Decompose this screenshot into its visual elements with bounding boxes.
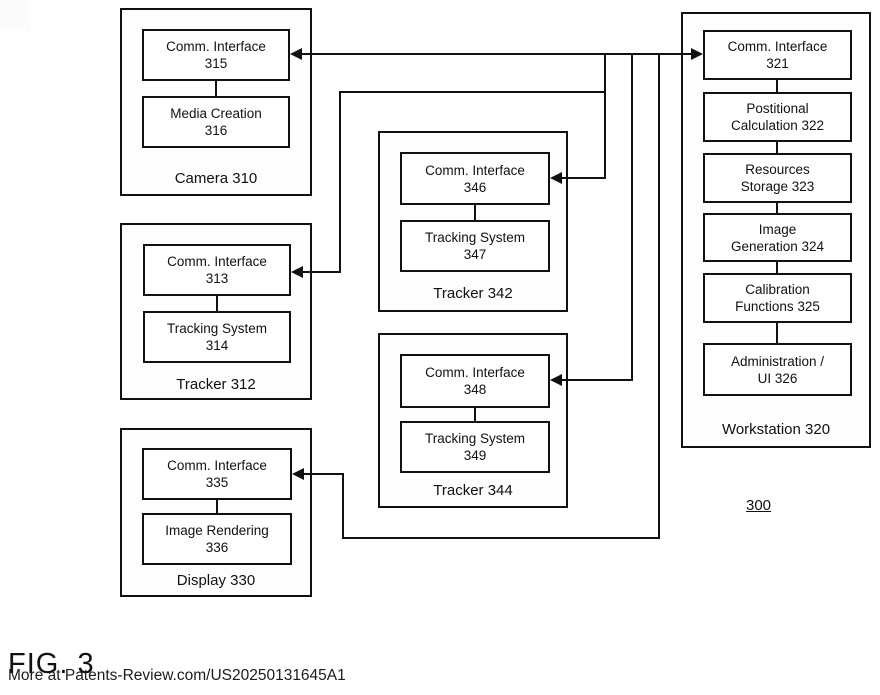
image-rendering-336-box: Image Rendering 336 bbox=[142, 513, 292, 565]
comm-interface-315-label: Comm. Interface bbox=[166, 39, 266, 54]
calibration-functions-325-number: Functions 325 bbox=[735, 299, 820, 314]
tracking-system-314-number: 314 bbox=[205, 338, 229, 353]
display-330-title: Display 330 bbox=[176, 572, 256, 589]
media-creation-316-number: 316 bbox=[204, 123, 228, 138]
administration-ui-326-box: Administration / UI 326 bbox=[703, 343, 852, 396]
comm-interface-335-label: Comm. Interface bbox=[167, 458, 267, 473]
image-generation-324-box: Image Generation 324 bbox=[703, 213, 852, 262]
branch-horizontal-tracker342-arrow bbox=[561, 177, 606, 179]
positional-calculation-322-number: Calculation 322 bbox=[730, 118, 825, 133]
workstation-connector-323-324 bbox=[776, 203, 778, 213]
display-330-internal-connector bbox=[216, 500, 218, 513]
figure-label: FIG. 3 bbox=[8, 648, 95, 680]
comm-interface-321-box: Comm. Interface 321 bbox=[703, 30, 852, 80]
branch-vertical-tracker312 bbox=[339, 91, 341, 273]
positional-calculation-322-label: Postitional bbox=[746, 101, 809, 116]
tracking-system-347-label: Tracking System bbox=[424, 230, 526, 245]
media-creation-316-label: Media Creation bbox=[170, 106, 262, 121]
positional-calculation-322-box: Postitional Calculation 322 bbox=[703, 92, 852, 142]
tracker-312-internal-connector bbox=[216, 296, 218, 311]
comm-interface-348-label: Comm. Interface bbox=[425, 365, 525, 380]
arrowhead-into-comm-348-icon bbox=[550, 374, 562, 386]
image-rendering-336-number: 336 bbox=[205, 540, 229, 555]
comm-interface-335-number: 335 bbox=[205, 475, 229, 490]
tracking-system-349-box: Tracking System 349 bbox=[400, 421, 550, 473]
branch-horizontal-display330-arrow bbox=[304, 473, 344, 475]
arrowhead-into-comm-321-icon bbox=[691, 48, 703, 60]
watermark-text: More at Patents-Review.com/US20250131645… bbox=[8, 667, 346, 684]
media-creation-316-box: Media Creation 316 bbox=[142, 96, 290, 148]
scan-artifact bbox=[0, 0, 31, 31]
arrowhead-into-comm-315-icon bbox=[290, 48, 302, 60]
diagram-reference-300: 300 bbox=[746, 497, 772, 514]
comm-interface-315-number: 315 bbox=[204, 56, 228, 71]
tracking-system-314-box: Tracking System 314 bbox=[143, 311, 291, 363]
bus-line-camera-workstation bbox=[301, 53, 692, 55]
workstation-320-title: Workstation 320 bbox=[721, 421, 831, 438]
comm-interface-321-label: Comm. Interface bbox=[727, 39, 828, 54]
branch-horizontal-tracker312-arrow bbox=[302, 271, 341, 273]
branch-vertical-display330-riser bbox=[342, 473, 344, 539]
resources-storage-323-label: Resources bbox=[745, 162, 810, 177]
comm-interface-346-number: 346 bbox=[463, 179, 487, 195]
comm-interface-348-box: Comm. Interface 348 bbox=[400, 354, 550, 408]
branch-horizontal-tracker312-top bbox=[339, 91, 606, 93]
image-generation-324-label: Image bbox=[758, 221, 797, 237]
calibration-functions-325-box: Calibration Functions 325 bbox=[703, 273, 852, 323]
image-generation-324-number: Generation 324 bbox=[730, 238, 825, 254]
comm-interface-346-label: Comm. Interface bbox=[425, 162, 525, 178]
tracking-system-347-box: Tracking System 347 bbox=[400, 220, 550, 272]
tracker-344-internal-connector bbox=[474, 408, 476, 421]
branch-vertical-tracker344 bbox=[631, 53, 633, 381]
tracking-system-349-label: Tracking System bbox=[424, 431, 526, 446]
tracking-system-347-number: 347 bbox=[463, 247, 487, 262]
camera-310-title: Camera 310 bbox=[174, 170, 258, 187]
branch-horizontal-tracker344-arrow bbox=[561, 379, 633, 381]
comm-interface-313-box: Comm. Interface 313 bbox=[143, 244, 291, 296]
administration-ui-326-label: Administration / bbox=[730, 353, 825, 369]
resources-storage-323-number: Storage 323 bbox=[740, 179, 815, 194]
comm-interface-348-number: 348 bbox=[463, 382, 487, 397]
comm-interface-321-number: 321 bbox=[766, 56, 789, 71]
branch-vertical-display330 bbox=[658, 53, 660, 539]
branch-vertical-tracker342 bbox=[604, 53, 606, 179]
arrowhead-into-comm-335-icon bbox=[292, 468, 304, 480]
workstation-connector-324-325 bbox=[776, 262, 778, 273]
comm-interface-313-number: 313 bbox=[205, 271, 229, 286]
comm-interface-315-box: Comm. Interface 315 bbox=[142, 29, 290, 81]
administration-ui-326-number: UI 326 bbox=[757, 370, 798, 386]
tracking-system-349-number: 349 bbox=[463, 448, 487, 463]
workstation-connector-325-326 bbox=[776, 323, 778, 343]
comm-interface-335-box: Comm. Interface 335 bbox=[142, 448, 292, 500]
tracker-344-title: Tracker 344 bbox=[433, 482, 513, 499]
tracking-system-314-label: Tracking System bbox=[166, 321, 268, 336]
workstation-connector-321-322 bbox=[776, 80, 778, 92]
camera-internal-connector bbox=[215, 81, 217, 96]
calibration-functions-325-label: Calibration bbox=[745, 282, 810, 297]
image-rendering-336-label: Image Rendering bbox=[165, 523, 269, 538]
tracker-342-title: Tracker 342 bbox=[433, 285, 513, 302]
resources-storage-323-box: Resources Storage 323 bbox=[703, 153, 852, 203]
comm-interface-313-label: Comm. Interface bbox=[167, 254, 267, 269]
tracker-312-title: Tracker 312 bbox=[176, 376, 256, 393]
workstation-connector-322-323 bbox=[776, 142, 778, 153]
comm-interface-346-box: Comm. Interface 346 bbox=[400, 152, 550, 205]
tracker-342-internal-connector bbox=[474, 205, 476, 220]
branch-horizontal-display330-bottom bbox=[342, 537, 660, 539]
arrowhead-into-comm-346-icon bbox=[550, 172, 562, 184]
arrowhead-into-comm-313-icon bbox=[291, 266, 303, 278]
